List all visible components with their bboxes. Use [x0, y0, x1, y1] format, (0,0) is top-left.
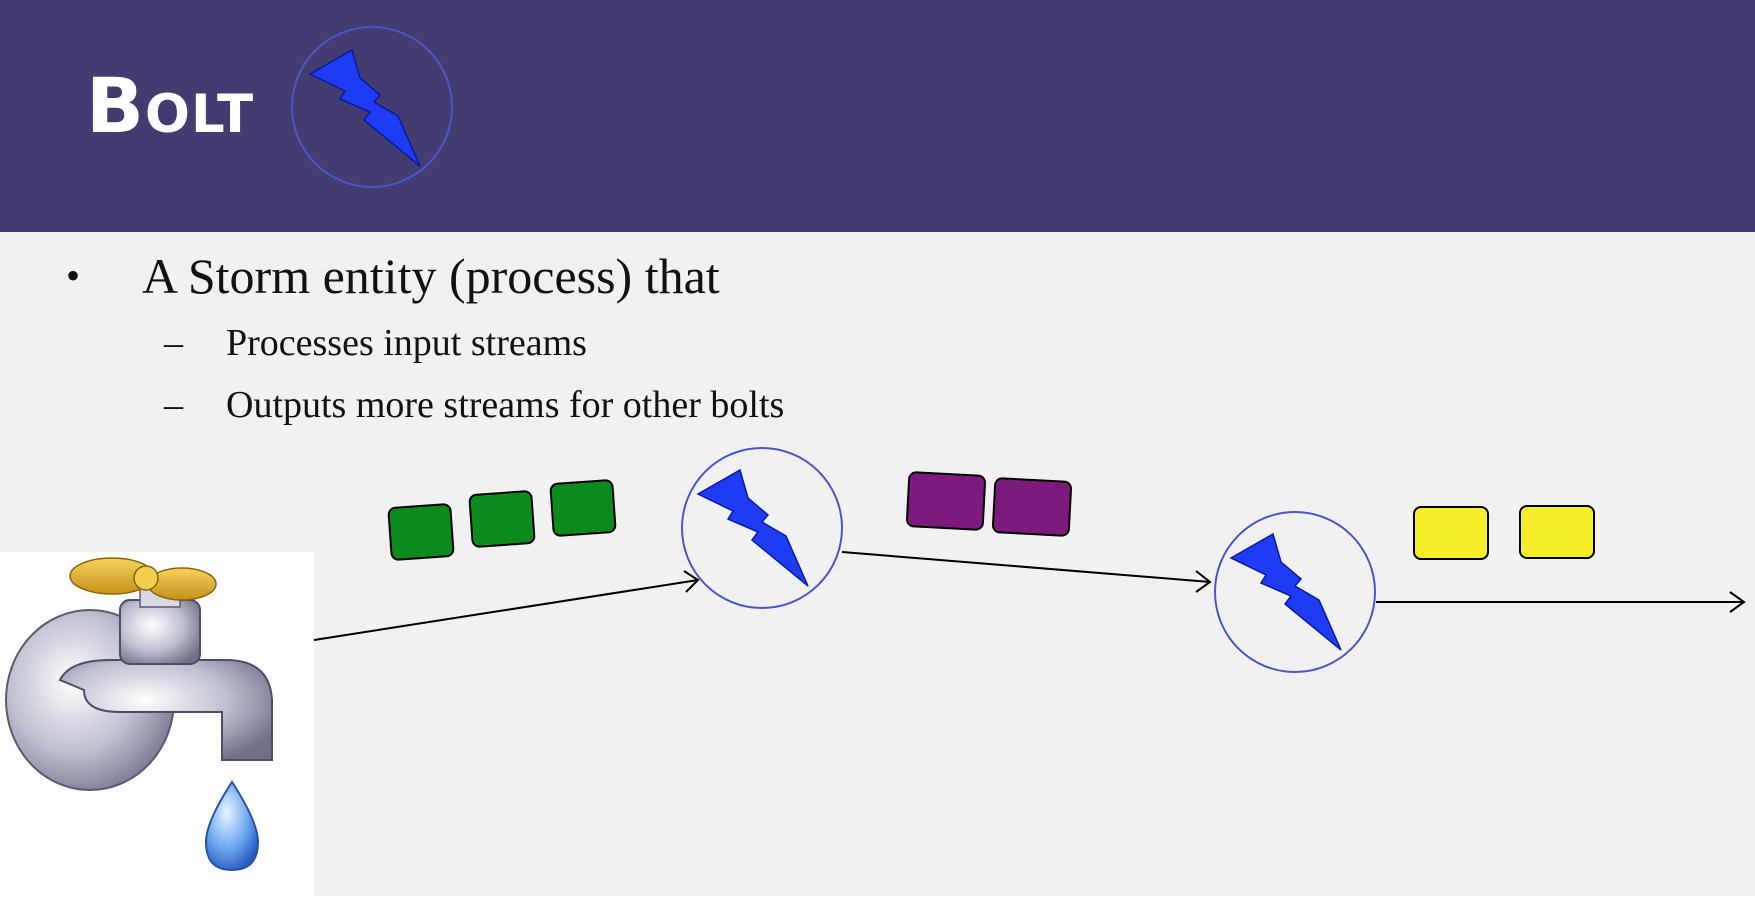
tuple	[1413, 506, 1489, 560]
arrow-head	[1729, 591, 1746, 613]
faucet-icon	[5, 557, 273, 872]
stream-arrows	[313, 551, 1746, 641]
stream-arrow	[313, 579, 699, 641]
bolt-node	[681, 447, 843, 609]
stream-tuples-purple	[905, 471, 1073, 537]
stream-tuples-yellow	[1413, 505, 1595, 560]
tuple	[549, 479, 617, 537]
slide-bottom-edge	[0, 896, 1755, 904]
title-bolt-icon	[291, 26, 453, 188]
lightning-bolt-icon	[308, 48, 421, 167]
lightning-bolt-icon	[696, 468, 809, 587]
tuple	[905, 471, 987, 531]
bolt-node	[1214, 511, 1376, 673]
lightning-bolt-icon	[1229, 532, 1342, 651]
tuple	[468, 490, 536, 548]
slide-title: Bolt	[86, 61, 255, 150]
tuple	[991, 477, 1073, 537]
arrow-head	[683, 570, 700, 593]
tuple	[1519, 505, 1595, 559]
tuple	[387, 503, 455, 561]
stream-tuples-green	[387, 479, 617, 561]
arrow-head	[1195, 570, 1212, 593]
stream-arrow	[841, 551, 1211, 583]
